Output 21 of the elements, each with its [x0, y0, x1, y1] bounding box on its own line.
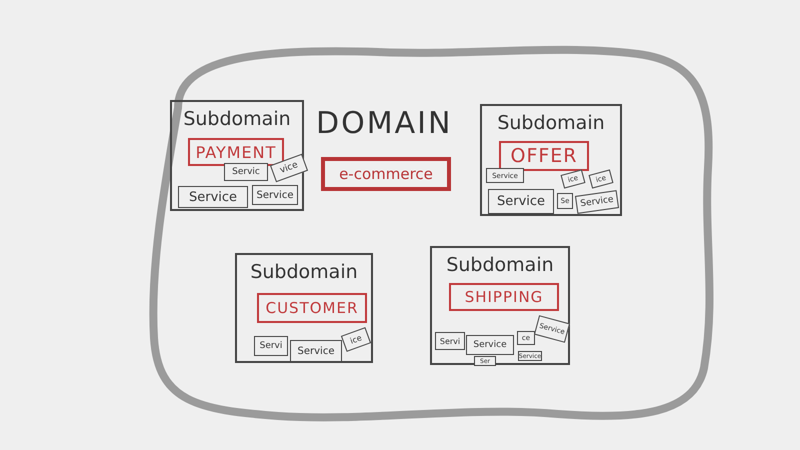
subdomain-title: Subdomain [182, 108, 292, 130]
subdomain-name-box: SHIPPING [449, 283, 559, 311]
subdomain-title: Subdomain [496, 112, 606, 134]
subdomain-panel [235, 253, 373, 363]
service-card: Service [290, 340, 342, 362]
subdomain-name-box: CUSTOMER [257, 293, 367, 323]
service-card: Service [574, 190, 620, 214]
subdomain-title: Subdomain [249, 261, 359, 283]
subdomain-panel [480, 104, 622, 216]
service-card: Service [178, 186, 248, 208]
service-card: Servi [254, 336, 288, 356]
subdomain-title: Subdomain [445, 254, 555, 276]
service-card: ice [340, 327, 372, 352]
service-card: Servic [224, 163, 268, 181]
service-card: Servi [435, 332, 465, 350]
domain-heading: DOMAIN [316, 106, 452, 141]
service-card: Service [252, 185, 298, 205]
service-card: Service [466, 335, 514, 355]
subdomain-panel [430, 246, 570, 365]
service-card: Service [488, 189, 554, 214]
domain-name-box: e-commerce [321, 157, 451, 191]
